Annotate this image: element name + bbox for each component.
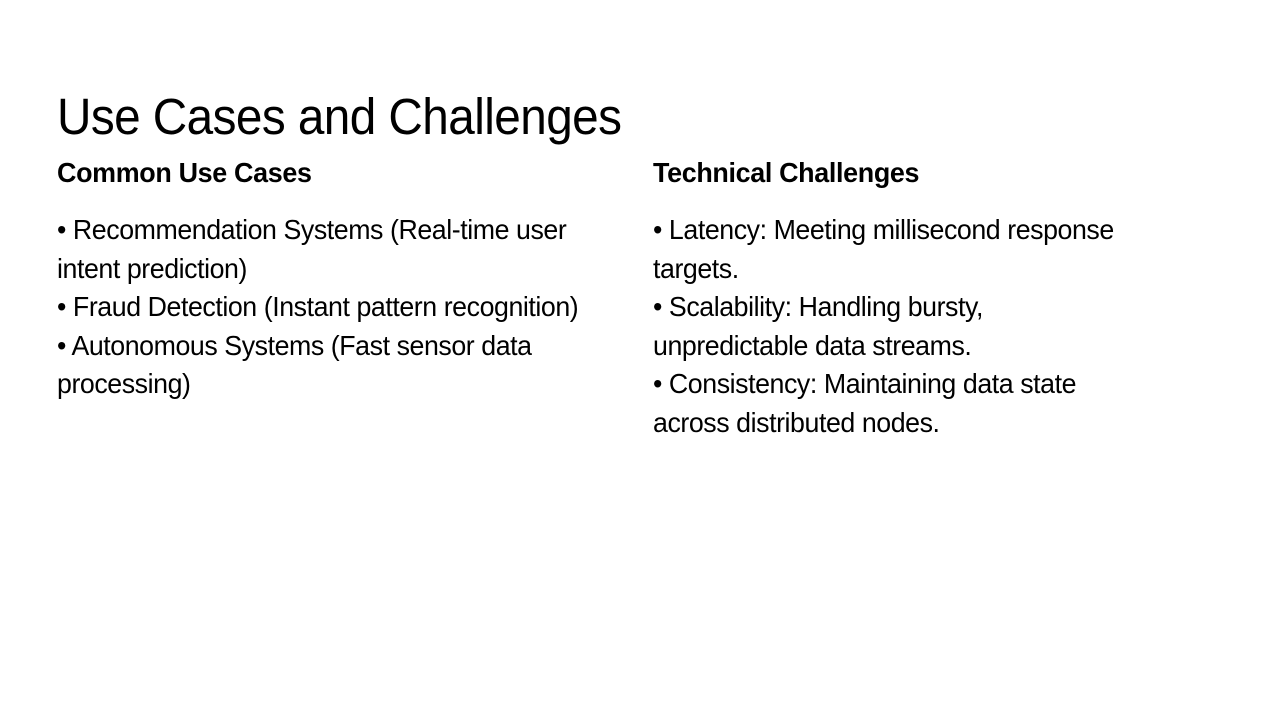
list-item: • Consistency: Maintaining data state ac…: [653, 368, 1077, 438]
list-item: • Recommendation Systems (Real-time user…: [57, 214, 567, 284]
two-column-body: Common Use Cases • Recommendation System…: [0, 155, 1280, 485]
list-item: • Latency: Meeting millisecond response …: [653, 214, 1114, 284]
column-heading-right: Technical Challenges: [653, 157, 920, 188]
list-item: • Scalability: Handling bursty, unpredic…: [653, 291, 983, 361]
column-technical-challenges: Technical Challenges • Latency: Meeting …: [653, 155, 1153, 442]
bullet-list-right: • Latency: Meeting millisecond response …: [653, 211, 1153, 442]
page-title: Use Cases and Challenges: [57, 88, 622, 146]
column-heading-left: Common Use Cases: [57, 157, 312, 188]
list-item: • Fraud Detection (Instant pattern recog…: [57, 291, 579, 322]
column-common-use-cases: Common Use Cases • Recommendation System…: [57, 155, 629, 404]
bullet-list-left: • Recommendation Systems (Real-time user…: [57, 211, 629, 404]
list-item: • Autonomous Systems (Fast sensor data p…: [57, 329, 532, 400]
